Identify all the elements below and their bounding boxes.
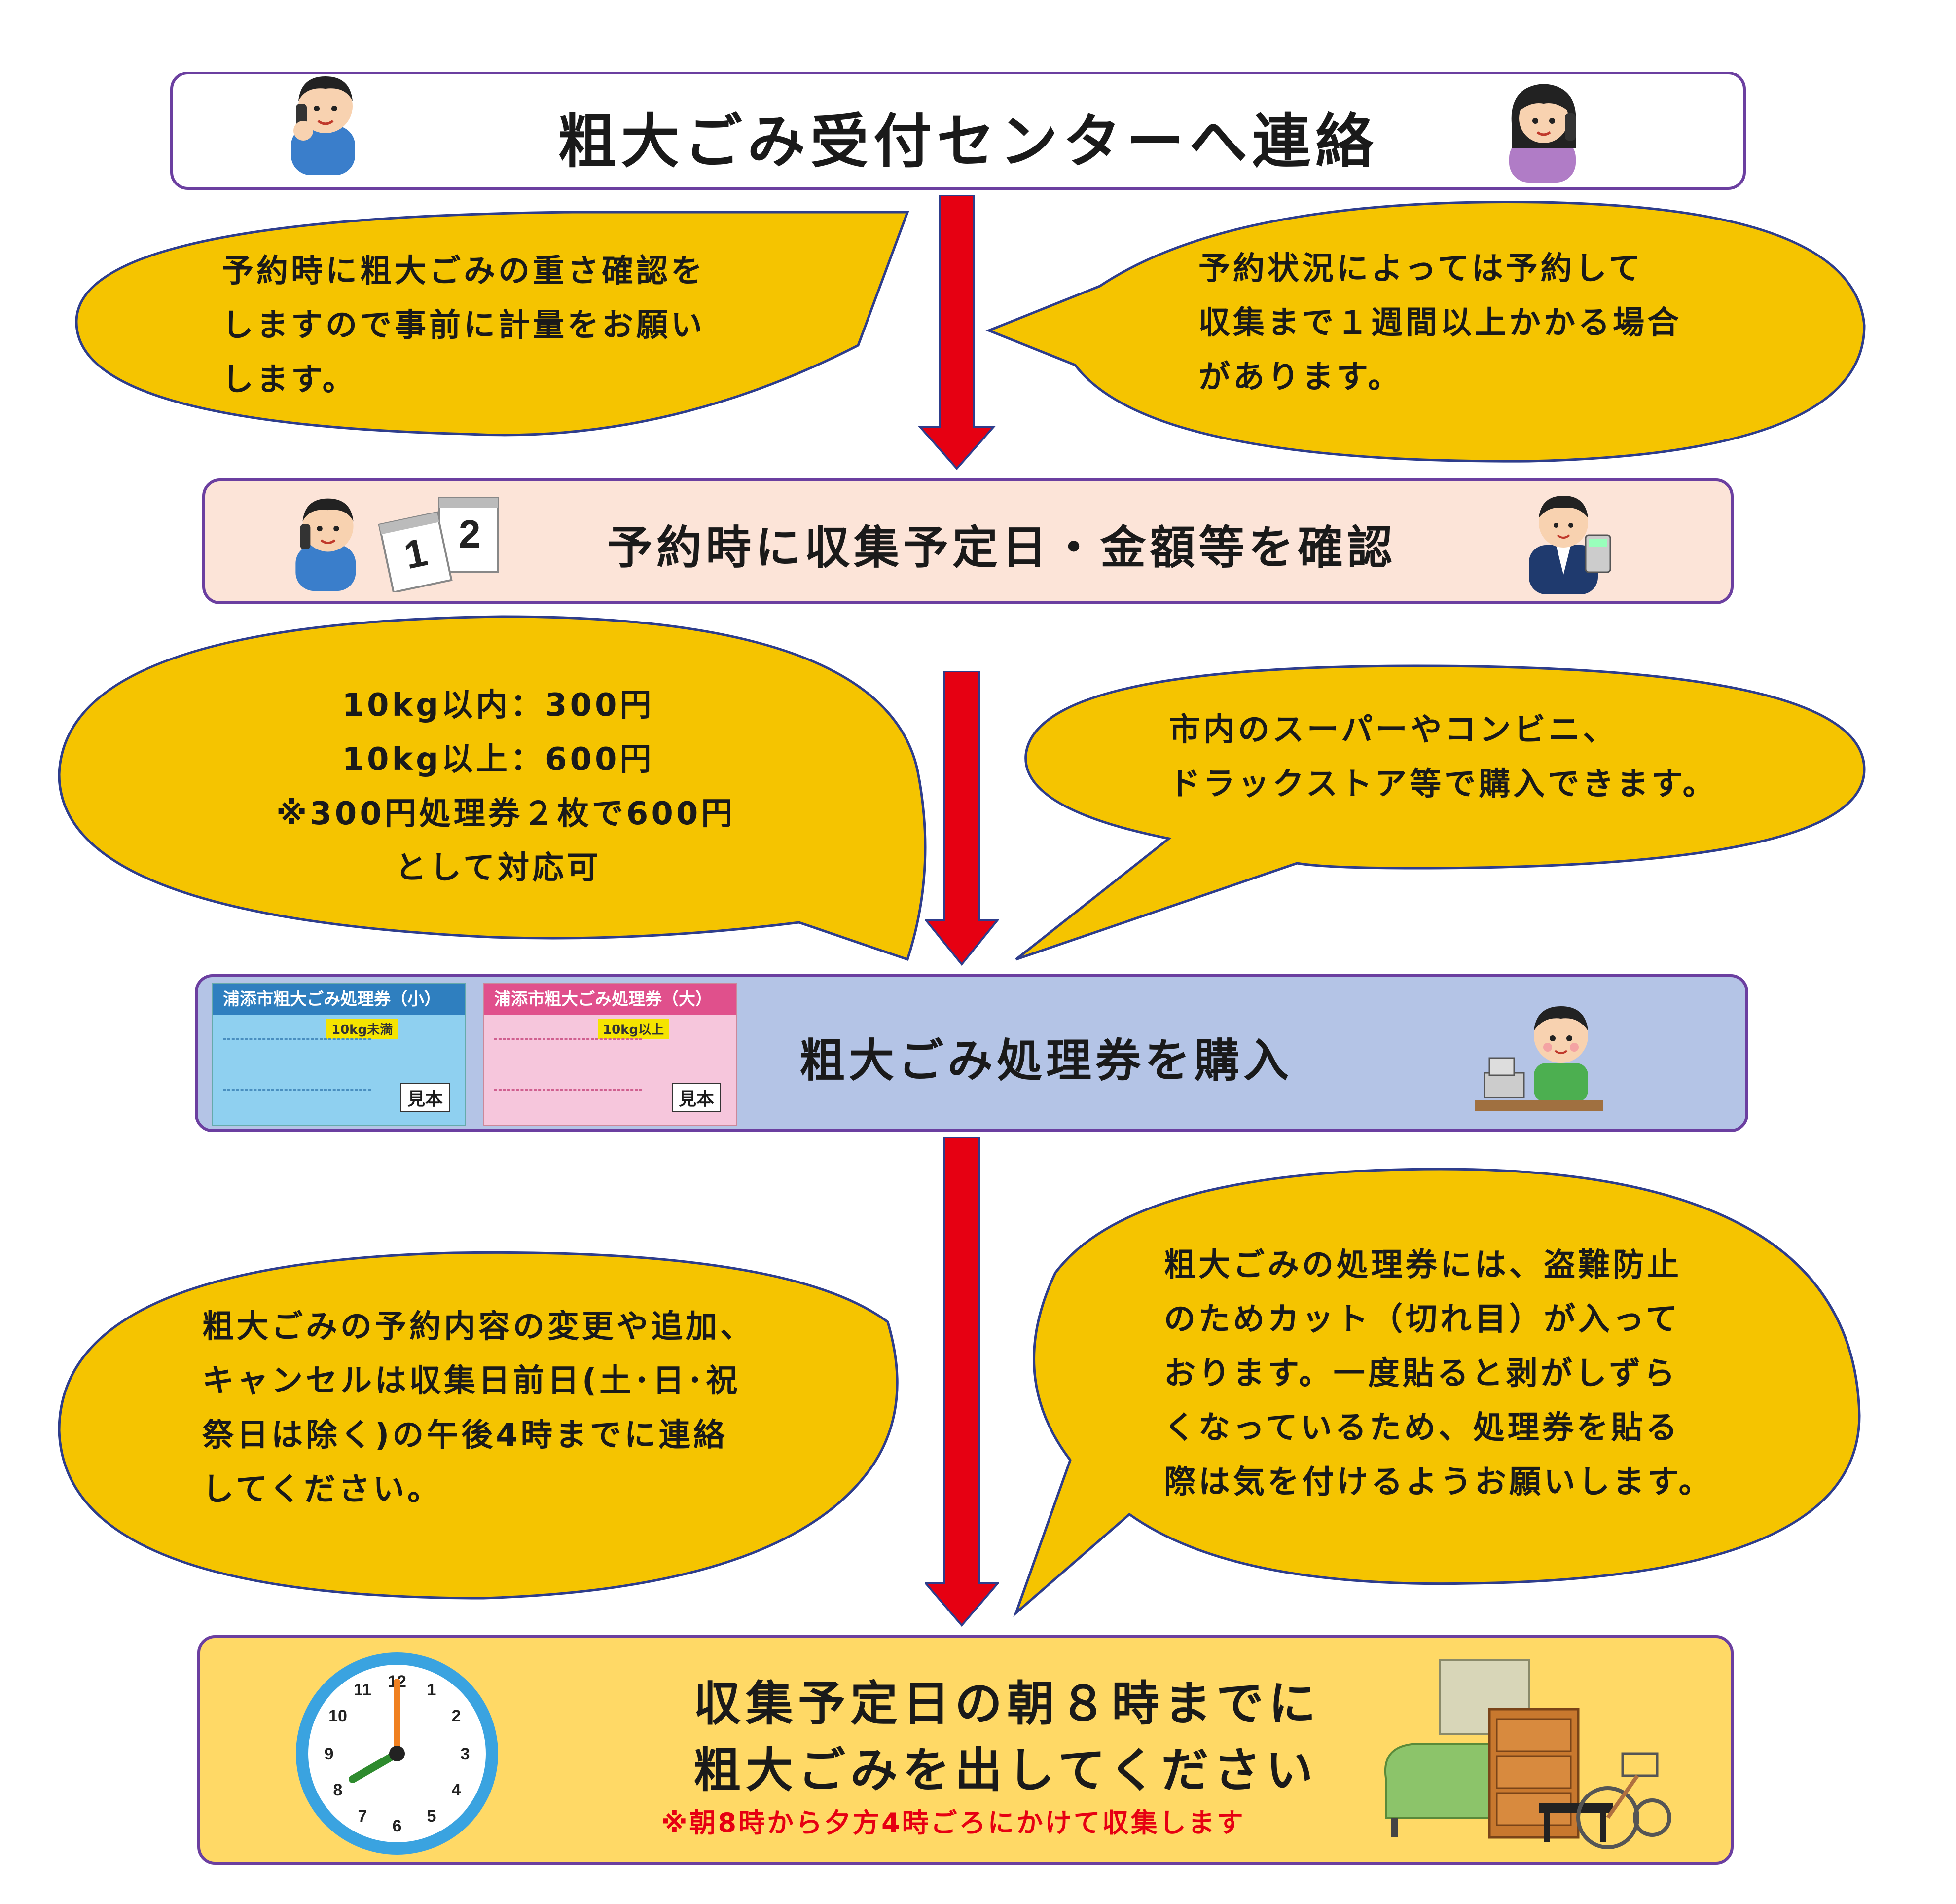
- businessman-calculator-icon: [1529, 496, 1611, 594]
- bubble-5-line: キャンセルは収集日前日(土･日･祝: [202, 1363, 741, 1399]
- bubble-5-line: してください。: [202, 1471, 442, 1508]
- woman-phone-icon: [1509, 84, 1576, 183]
- step2-title: 予約時に収集予定日・金額等を確認: [607, 521, 1397, 574]
- step4-title-line1: 収集予定日の朝８時までに: [693, 1676, 1321, 1731]
- bubble-2-line: 収集まで１週間以上かかる場合: [1198, 305, 1682, 341]
- step1-title: 粗大ごみ受付センターへ連絡: [558, 108, 1379, 176]
- bubble-2-text: 予約状況によっては予約して 収集まで１週間以上かかる場合 があります。: [1198, 242, 1682, 404]
- bubble-3-text: 10kg以内：300円 10kg以上：600円 ※300円処理券２枚で600円 …: [276, 678, 736, 895]
- step3-title: 粗大ごみ処理券を購入: [799, 1034, 1293, 1087]
- calendar-icon: 2 1: [378, 497, 499, 592]
- clock-number-2: 2: [452, 1707, 461, 1725]
- bubble-6-line: おります。一度貼ると剥がしずら: [1164, 1355, 1678, 1392]
- svg-text:2: 2: [459, 512, 481, 556]
- clock-number-7: 7: [358, 1807, 367, 1826]
- ticket-small-weight: 10kg未満: [326, 1019, 398, 1039]
- flow-arrow-2: [925, 671, 999, 966]
- man-phone-icon: [291, 76, 355, 175]
- bubble-4-line: 市内のスーパーやコンビニ、: [1169, 712, 1618, 748]
- bubble-3-line: として対応可: [395, 850, 602, 886]
- clock-number-4: 4: [452, 1781, 461, 1799]
- clock-icon: 12 1 2 3 4 5 6 7 8 9 10 11: [296, 1652, 498, 1855]
- ticket-large-image: 浦添市粗大ごみ処理券（大） 10kg以上 見本: [483, 983, 737, 1126]
- ticket-small-details: [223, 1038, 371, 1091]
- step1-box: 粗大ごみ受付センターへ連絡: [170, 72, 1746, 190]
- ticket-large-sample-label: 見本: [671, 1083, 721, 1112]
- ticket-large-details: [494, 1038, 642, 1091]
- ticket-small-image: 浦添市粗大ごみ処理券（小） 10kg未満 見本: [212, 983, 466, 1126]
- shop-clerk-register-icon: [1475, 1006, 1603, 1111]
- clock-number-6: 6: [393, 1817, 402, 1835]
- clock-number-9: 9: [325, 1745, 334, 1763]
- bubble-5-line: 粗大ごみの予約内容の変更や追加、: [202, 1309, 755, 1345]
- clock-hour-hand: [349, 1750, 401, 1783]
- bubble-6-line: 粗大ごみの処理券には、盗難防止: [1164, 1247, 1682, 1283]
- bubble-4-text: 市内のスーパーやコンビニ、 ドラックストア等で購入できます。: [1169, 703, 1717, 811]
- clock-number-11: 11: [354, 1681, 371, 1699]
- bubble-3-line: 10kg以上：600円: [342, 741, 654, 778]
- bulky-furniture-icon: [1384, 1659, 1671, 1849]
- man-phone-icon: [295, 498, 356, 591]
- ticket-small-title: 浦添市粗大ごみ処理券（小）: [213, 984, 465, 1015]
- bubble-5-line: 祭日は除く)の午後4時までに連絡: [202, 1417, 728, 1454]
- bubble-4-line: ドラックストア等で購入できます。: [1169, 766, 1717, 803]
- bubble-2-line: 予約状況によっては予約して: [1198, 251, 1643, 287]
- ticket-large-weight: 10kg以上: [598, 1019, 669, 1039]
- bubble-1-line: します。: [222, 362, 357, 398]
- bubble-1-line: 予約時に粗大ごみの重さ確認を: [222, 253, 705, 290]
- bubble-6-line: のためカット（切れ目）が入って: [1164, 1301, 1680, 1338]
- bubble-5-text: 粗大ごみの予約内容の変更や追加、 キャンセルは収集日前日(土･日･祝 祭日は除く…: [202, 1300, 755, 1517]
- step4-note: ※朝8時から夕方4時ごろにかけて収集します: [661, 1807, 1245, 1838]
- clock-number-10: 10: [328, 1707, 347, 1725]
- bubble-3-line: ※300円処理券２枚で600円: [276, 796, 736, 832]
- ticket-small-sample-label: 見本: [400, 1083, 450, 1112]
- bubble-2-line: があります。: [1198, 359, 1403, 396]
- bubble-6-text: 粗大ごみの処理券には、盗難防止 のためカット（切れ目）が入って おります。一度貼…: [1164, 1238, 1713, 1509]
- flow-arrow-3: [925, 1137, 999, 1627]
- bubble-1-line: しますので事前に計量をお願い: [222, 307, 705, 344]
- ticket-large-title: 浦添市粗大ごみ処理券（大）: [484, 984, 736, 1015]
- step4-title-line2: 粗大ごみを出してください: [693, 1743, 1318, 1798]
- clock-number-5: 5: [427, 1807, 436, 1826]
- bubble-1-text: 予約時に粗大ごみの重さ確認を しますので事前に計量をお願い します。: [222, 244, 705, 407]
- clock-number-8: 8: [333, 1781, 343, 1799]
- clock-number-1: 1: [427, 1681, 436, 1699]
- bubble-6-line: くなっているため、処理券を貼る: [1164, 1410, 1680, 1446]
- clock-number-3: 3: [461, 1745, 470, 1763]
- bubble-6-line: 際は気を付けるようお願いします。: [1164, 1464, 1713, 1501]
- flow-arrow-1: [917, 195, 996, 471]
- bubble-3-line: 10kg以内：300円: [342, 687, 654, 724]
